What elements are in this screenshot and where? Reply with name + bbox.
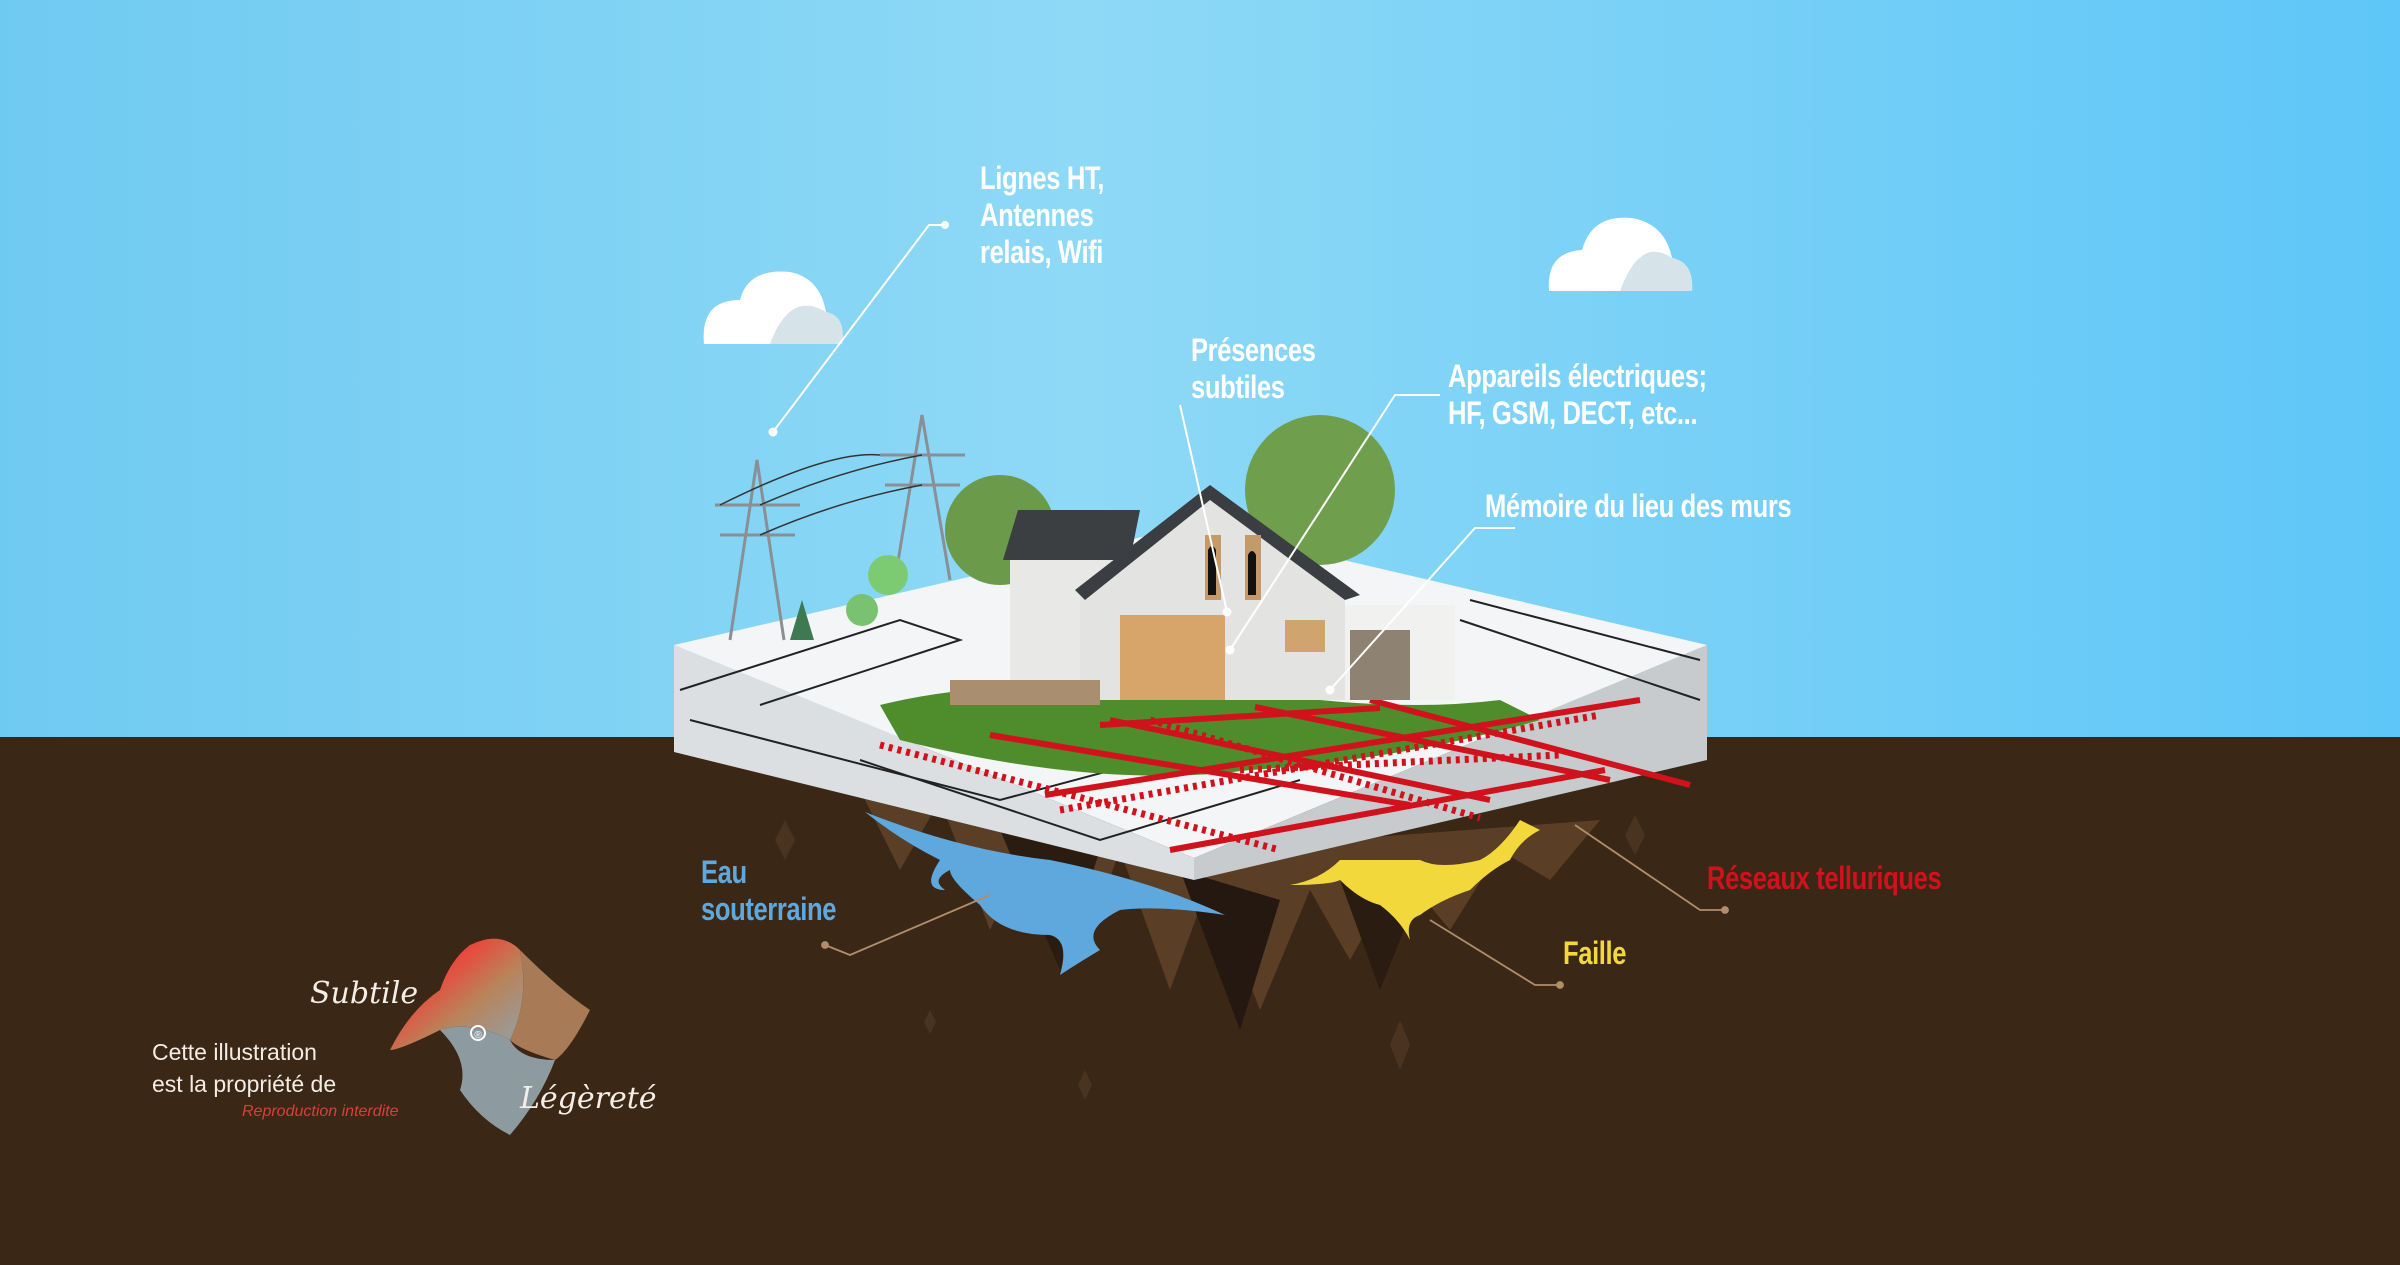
label-line: Présences <box>1191 332 1316 368</box>
logo-word-subtile: Subtile <box>310 976 418 1011</box>
label-telluric-networks: Réseaux telluriques <box>1707 860 1942 897</box>
power-pylon <box>715 414 965 641</box>
label-line: Faille <box>1563 935 1627 971</box>
label-line: Lignes HT, <box>980 160 1105 196</box>
copyright-text: Cette illustration est la propriété de <box>152 1036 336 1100</box>
label-underground-water: Eau souterraine <box>701 854 836 928</box>
underground-water <box>865 812 1225 975</box>
label-fault: Faille <box>1563 935 1626 972</box>
label-line: HF, GSM, DECT, etc... <box>1448 395 1698 431</box>
cloud-icon <box>1548 217 1693 291</box>
telluric-network-grid <box>879 697 1691 854</box>
label-line: Appareils électriques; <box>1448 358 1707 394</box>
cloud-icon <box>703 271 843 344</box>
label-wall-memory: Mémoire du lieu des murs <box>1485 488 1792 525</box>
label-line: relais, Wifi <box>980 234 1104 270</box>
label-line: Réseaux telluriques <box>1707 860 1942 896</box>
house <box>950 485 1455 705</box>
fault-crack <box>1290 820 1540 940</box>
copyright-line: Cette illustration <box>152 1039 317 1065</box>
label-power-lines: Lignes HT, Antennes relais, Wifi <box>980 160 1104 271</box>
subtile-legerete-logo: ® Subtile Légèreté <box>310 938 657 1135</box>
underground-leader-lines <box>821 824 1729 989</box>
reproduction-notice: Reproduction interdite <box>242 1103 399 1120</box>
copyright-line: est la propriété de <box>152 1071 337 1097</box>
registered-mark: ® <box>474 1030 482 1041</box>
rock-fragment <box>775 815 1645 1100</box>
leader-lines <box>768 221 1515 695</box>
label-line: Antennes <box>980 197 1094 233</box>
label-electrical-devices: Appareils électriques; HF, GSM, DECT, et… <box>1448 358 1707 432</box>
label-line: Eau <box>701 854 747 890</box>
label-line: subtiles <box>1191 369 1285 405</box>
label-line: souterraine <box>701 891 837 927</box>
logo-word-legerete: Légèreté <box>519 1081 657 1116</box>
label-line: Mémoire du lieu des murs <box>1485 488 1792 524</box>
label-subtle-presences: Présences subtiles <box>1191 332 1316 406</box>
